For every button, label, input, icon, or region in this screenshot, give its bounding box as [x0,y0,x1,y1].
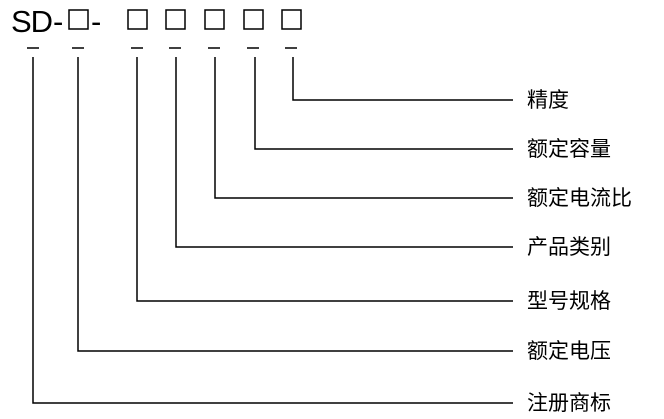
label-rated-capacity: 额定容量 [527,137,611,161]
code-separator-2: - [91,4,102,39]
placeholder-box-capacity [243,9,264,30]
label-product-category: 产品类别 [527,235,611,259]
leader-precision [292,57,513,101]
leader-rated-voltage [77,57,513,352]
leader-product-category [175,57,513,248]
label-model-spec: 型号规格 [527,289,611,313]
leader-rated-current-ratio [214,57,513,199]
placeholder-box-category [165,9,186,30]
leader-rated-capacity [254,57,513,150]
placeholder-box-current-ratio [204,9,225,30]
leader-model-spec [136,57,513,302]
label-trademark: 注册商标 [527,391,611,415]
code-separator-1: - [53,4,64,39]
label-rated-voltage: 额定电压 [527,339,611,363]
leader-trademark [32,57,513,404]
placeholder-box-precision [281,9,302,30]
placeholder-box-voltage [68,9,89,30]
label-rated-current-ratio: 额定电流比 [527,186,632,210]
placeholder-box-model [127,9,148,30]
label-precision: 精度 [527,88,569,112]
code-prefix: SD [11,4,53,39]
